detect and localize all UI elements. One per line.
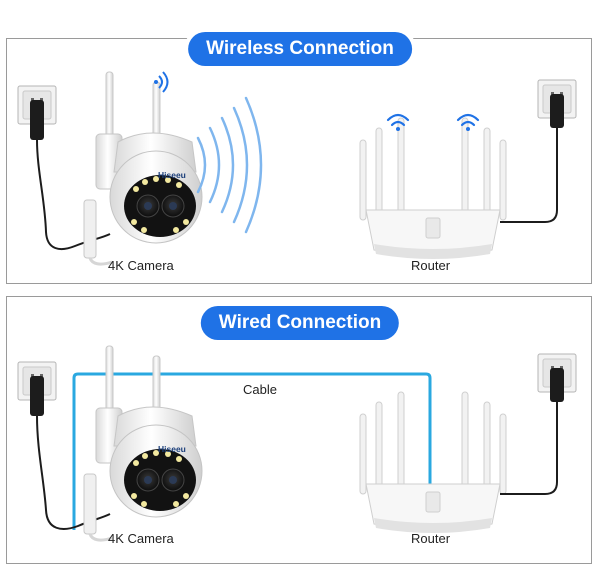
wifi-icon-router-left: [386, 113, 410, 131]
cable-label: Cable: [243, 382, 277, 397]
wifi-icon-camera: [154, 71, 169, 93]
router-wired: [359, 391, 507, 534]
ethernet-cable: [72, 372, 432, 530]
wireless-connection-title: Wireless Connection: [188, 32, 412, 66]
camera-brand-wireless: Hiseeu: [158, 170, 186, 180]
wifi-icon-router-right: [456, 113, 480, 131]
power-adapter-right-wireless: [500, 94, 564, 223]
camera-brand-wired: Hiseeu: [158, 444, 186, 454]
camera-wired: [83, 345, 203, 542]
camera-wireless: [83, 71, 203, 266]
camera-label-wired: 4K Camera: [108, 531, 174, 546]
router-label-wireless: Router: [411, 258, 451, 273]
power-adapter-right-wired: [500, 368, 564, 495]
signal-waves-icon: [196, 96, 263, 234]
wired-connection-title: Wired Connection: [200, 306, 400, 340]
camera-label-wireless: 4K Camera: [108, 258, 174, 273]
router-label-wired: Router: [411, 531, 451, 546]
router-wireless: [359, 117, 507, 260]
